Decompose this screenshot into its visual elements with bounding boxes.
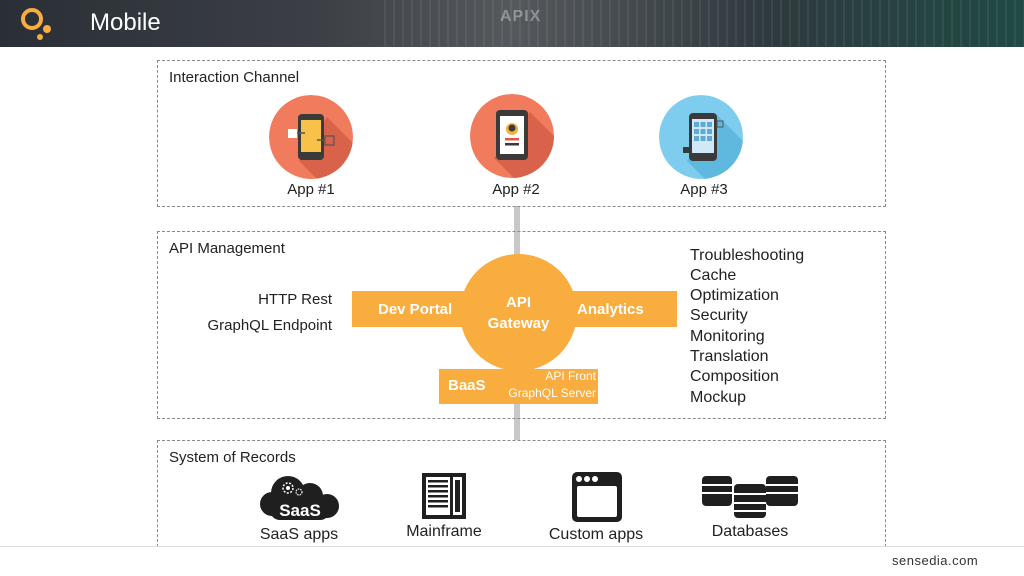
- header-bar: Mobile APIX: [0, 0, 1024, 47]
- database-icon: [702, 476, 798, 518]
- databases-label: Databases: [711, 523, 789, 540]
- section-label: Interaction Channel: [169, 69, 300, 86]
- api-front-label: API Front: [545, 369, 596, 383]
- connector-bottom: [514, 404, 520, 440]
- interaction-channel-section: Interaction Channel: [157, 60, 886, 207]
- app-3-icon[interactable]: [659, 95, 743, 179]
- feature-item: Security: [690, 307, 748, 324]
- section-label: API Management: [169, 240, 285, 257]
- graphql-endpoint-label: GraphQL Endpoint: [207, 317, 332, 334]
- feature-item: Monitoring: [690, 328, 765, 345]
- server-icon: [422, 473, 466, 519]
- feature-item: Composition: [690, 368, 779, 385]
- header-texture: [384, 0, 1024, 47]
- footer-brand: sensedia.com: [892, 553, 979, 568]
- page-title: Mobile: [90, 9, 161, 36]
- baas-box[interactable]: [439, 369, 598, 404]
- mainframe-label: Mainframe: [406, 523, 482, 540]
- graphql-server-label: GraphQL Server: [508, 386, 596, 400]
- api-management-section: API Management: [157, 231, 886, 419]
- app-3-label: App #3: [680, 181, 728, 198]
- analytics-label[interactable]: Analytics: [577, 301, 644, 318]
- saas-apps-label: SaaS apps: [259, 526, 339, 543]
- phone-grid-icon: [659, 95, 743, 179]
- http-rest-label: HTTP Rest: [258, 291, 332, 308]
- app-2-label: App #2: [492, 181, 540, 198]
- feature-item: Cache: [690, 267, 737, 284]
- gateway-label-line2: Gateway: [487, 315, 550, 332]
- baas-label: BaaS: [448, 377, 486, 394]
- feature-item: Translation: [690, 348, 769, 365]
- connector-top: [514, 206, 520, 258]
- app-1-label: App #1: [287, 181, 335, 198]
- feature-item: Mockup: [690, 389, 747, 406]
- api-gateway-circle[interactable]: [460, 254, 577, 371]
- gateway-label-line1: API: [505, 294, 531, 311]
- sensedia-logo-icon: [21, 8, 51, 40]
- app-window-icon: [572, 472, 622, 522]
- custom-apps-label: Custom apps: [548, 526, 644, 543]
- tablet-profile-icon: [470, 94, 554, 178]
- saas-badge-text: SaaS: [279, 501, 321, 520]
- section-label: System of Records: [169, 449, 296, 466]
- footer-divider: [0, 546, 1024, 547]
- cloud-saas-icon: SaaS: [260, 476, 339, 520]
- feature-item: Optimization: [690, 287, 779, 304]
- header-watermark: APIX: [500, 8, 542, 25]
- feature-item: Troubleshooting: [690, 247, 805, 264]
- phone-yellow-icon: [269, 95, 353, 179]
- app-2-icon[interactable]: [470, 94, 554, 178]
- dev-portal-label[interactable]: Dev Portal: [378, 301, 453, 318]
- app-1-icon[interactable]: [269, 95, 353, 179]
